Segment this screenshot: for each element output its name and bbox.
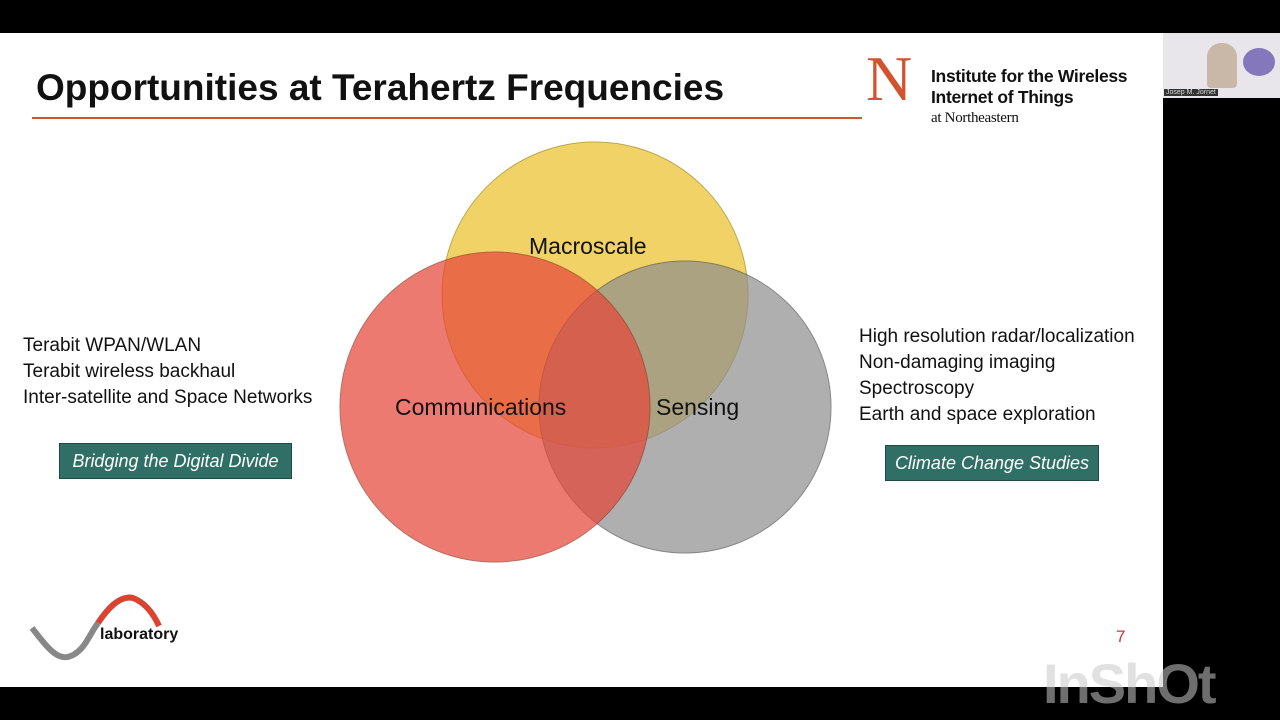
list-item: Non-damaging imaging <box>859 352 1056 373</box>
institute-line3: at Northeastern <box>931 110 1019 126</box>
speaker-figure <box>1207 43 1237 88</box>
slide-title: Opportunities at Terahertz Frequencies <box>36 67 725 108</box>
venn-label-communications: Communications <box>395 394 567 420</box>
institute-line1: Institute for the Wireless <box>931 66 1128 86</box>
digital-divide-badge: Bridging the Digital Divide <box>59 443 292 479</box>
lab-logo-text: laboratory <box>100 626 179 643</box>
lab-wave-logo <box>29 594 162 660</box>
list-item: High resolution radar/localization <box>859 326 1135 347</box>
title-divider <box>32 117 862 119</box>
list-item: Spectroscopy <box>859 378 975 399</box>
communications-list: Terabit WPAN/WLAN Terabit wireless backh… <box>23 333 312 411</box>
venn-diagram <box>339 141 832 563</box>
venn-label-sensing: Sensing <box>656 394 740 420</box>
decorative-blob <box>1243 48 1275 76</box>
page-number: 7 <box>1116 627 1126 646</box>
list-item: Terabit wireless backhaul <box>23 361 236 382</box>
watermark: InShOt <box>1043 652 1217 715</box>
speaker-video-thumbnail[interactable]: Josep M. Jornet <box>1163 33 1280 98</box>
communications-circle <box>339 251 651 563</box>
list-item: Terabit WPAN/WLAN <box>23 335 202 356</box>
institute-line2: Internet of Things <box>931 87 1074 107</box>
venn-label-macroscale: Macroscale <box>529 233 647 259</box>
slide: Opportunities at Terahertz Frequencies N… <box>0 33 1163 687</box>
climate-change-badge: Climate Change Studies <box>885 445 1099 481</box>
speaker-name: Josep M. Jornet <box>1164 89 1218 96</box>
list-item: Earth and space exploration <box>859 404 1096 425</box>
sensing-list: High resolution radar/localization Non-d… <box>859 324 1135 428</box>
northeastern-logo: N <box>866 43 913 114</box>
institute-name: Institute for the Wireless Internet of T… <box>931 66 1128 129</box>
list-item: Inter-satellite and Space Networks <box>23 387 313 408</box>
